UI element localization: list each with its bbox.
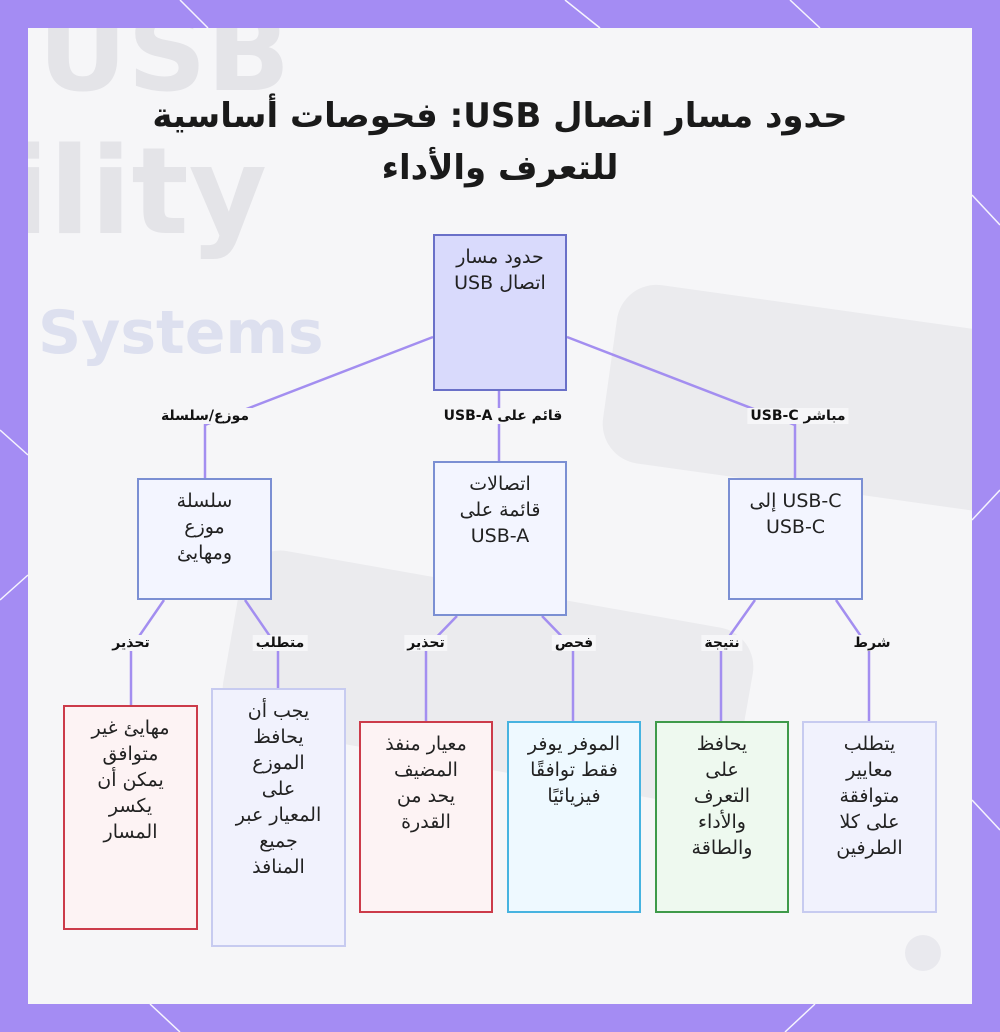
edge-root-usbc [566, 335, 797, 478]
edge-label-hub-req: متطلب [252, 635, 308, 651]
edge-label-usbc-cond: شرط [850, 635, 894, 651]
edge-usbc-cond [834, 599, 871, 721]
watermark-text: ility [28, 123, 267, 262]
edge-root-hub [203, 335, 434, 478]
watermark-text: Systems [38, 298, 324, 368]
edge-label-usba-warn: تحذير [404, 635, 448, 651]
edge-label-root-usbc: مباشر USB-C [747, 408, 849, 424]
edge-label-root-usba: قائم على USB-A [440, 408, 566, 424]
edge-usba-check [541, 615, 575, 721]
edge-hub-warn [129, 599, 166, 705]
corner-logo-icon [905, 935, 941, 971]
node-usbc: USB-C إلى USB-C [728, 478, 863, 600]
diagram-title: حدود مسار اتصال USB: فحوصات أساسية للتعر… [152, 96, 848, 188]
edge-usbc-result [719, 599, 757, 721]
edge-label-root-hub: موزع/سلسلة [157, 408, 253, 424]
node-usbc-condition: يتطلب معايير متوافقة على كلا الطرفين [802, 721, 937, 913]
node-hub-chain: سلسلة موزع ومهايئ [137, 478, 272, 600]
node-hub-warning: مهايئ غير متوافق يمكن أن يكسر المسار [63, 705, 198, 930]
node-usba-warning: معيار منفذ المضيف يحد من القدرة [359, 721, 493, 913]
edge-usba-warn [424, 615, 458, 721]
node-usba-check: الموفر يوفر فقط توافقًا فيزيائيًا [507, 721, 641, 913]
node-hub-requirement: يجب أن يحافظ الموزع على المعيار عبر جميع… [211, 688, 346, 947]
node-usbc-result: يحافظ على التعرف والأداء والطاقة [655, 721, 789, 913]
edge-label-usba-check: فحص [551, 635, 597, 651]
node-usba: اتصالات قائمة على USB-A [433, 461, 567, 616]
node-root: حدود مسار اتصال USB [433, 234, 567, 391]
watermark-text: USB [38, 28, 291, 116]
edge-label-usbc-result: نتيجة [701, 635, 743, 651]
edge-label-hub-warn: تحذير [109, 635, 153, 651]
